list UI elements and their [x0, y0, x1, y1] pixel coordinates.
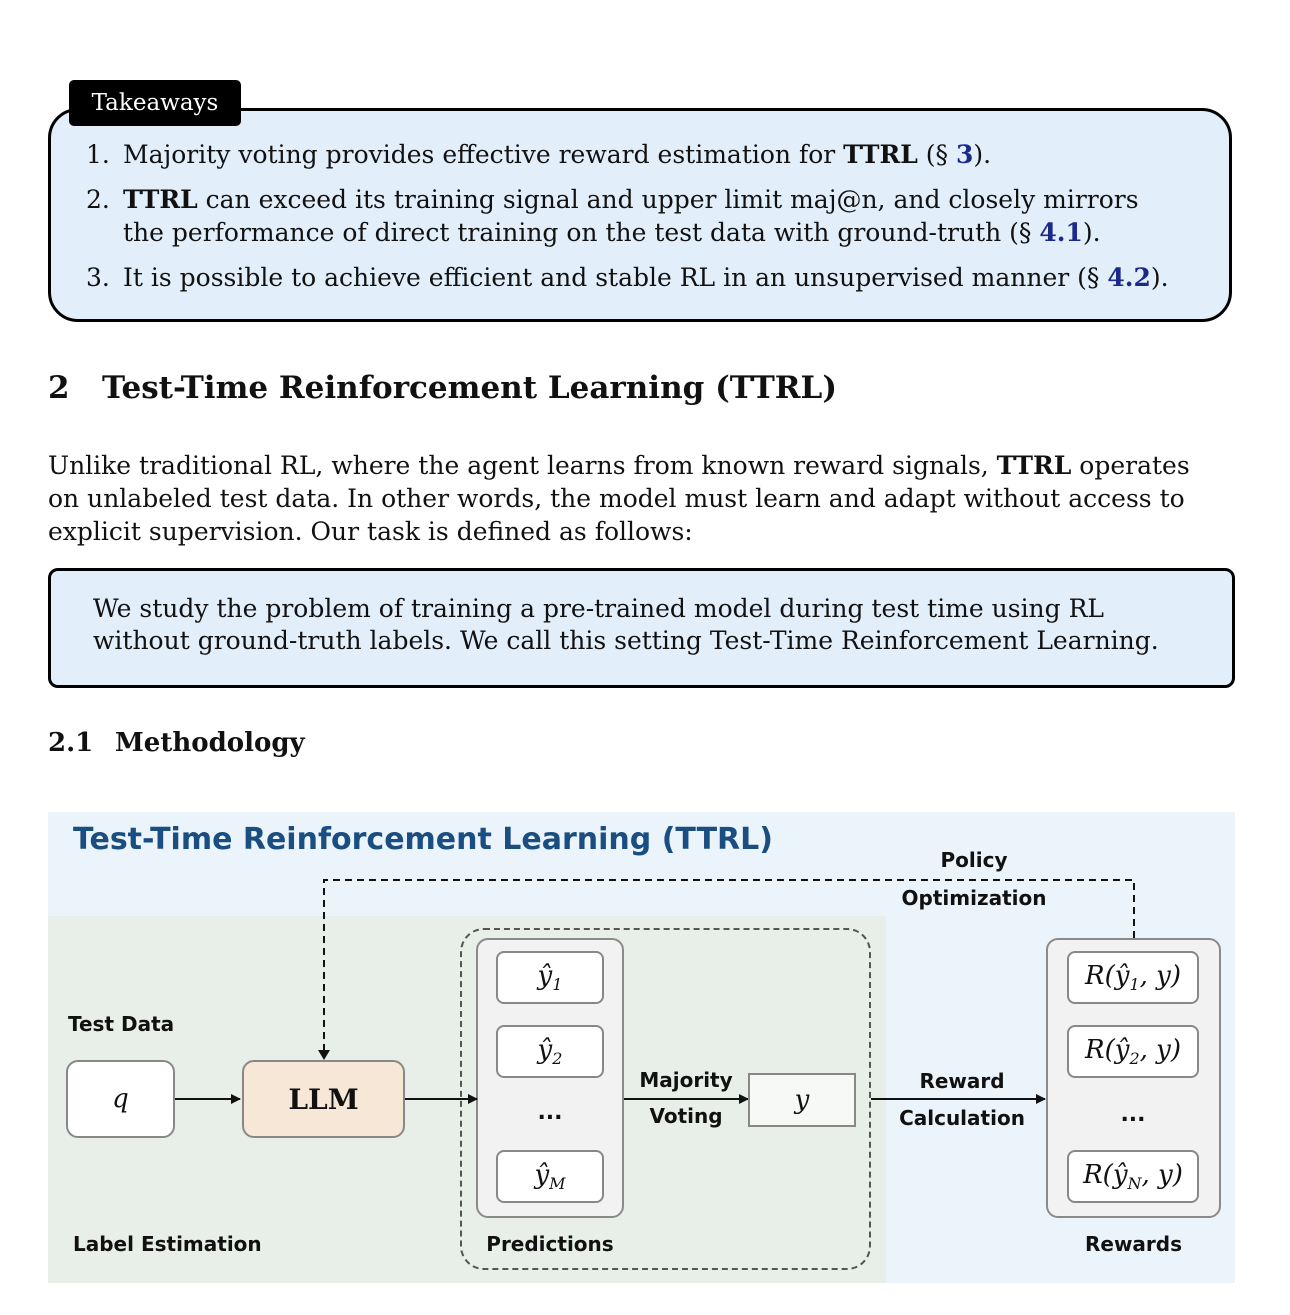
takeaway-item-3: 3.It is possible to achieve efficient an… — [86, 263, 1169, 292]
estimated-label-box: y — [748, 1073, 856, 1127]
intro-line-2: on unlabeled test data. In other words, … — [48, 484, 1185, 513]
rewards-label: Rewards — [1084, 1232, 1183, 1256]
connector-arrows — [175, 879, 1135, 1104]
reward-label-line-1: Reward — [919, 1069, 1005, 1093]
test-data-label: Test Data — [68, 1012, 175, 1036]
ttrl-figure: Test-Time Reinforcement Learning (TTRL) … — [48, 812, 1235, 1283]
reward-item: R(ŷ1, y) — [1067, 951, 1199, 1004]
takeaways-box — [48, 108, 1232, 322]
definition-box — [48, 568, 1235, 688]
query-box: q — [66, 1060, 175, 1138]
section-ref-link[interactable]: 3 — [956, 140, 974, 169]
definition-line-1: We study the problem of training a pre-t… — [93, 594, 1105, 623]
intro-line-3: explicit supervision. Our task is define… — [48, 517, 693, 546]
prediction-item: ŷM — [496, 1150, 604, 1203]
majority-label-line-1: Majority — [639, 1068, 733, 1092]
llm-box: LLM — [242, 1060, 405, 1138]
section-ref-link[interactable]: 4.1 — [1039, 218, 1083, 247]
section-ref-link[interactable]: 4.2 — [1107, 263, 1151, 292]
takeaway-item-2: 2.TTRL can exceed its training signal an… — [86, 185, 1139, 214]
majority-label-line-2: Voting — [649, 1104, 723, 1128]
intro-line-1: Unlike traditional RL, where the agent l… — [48, 451, 1190, 480]
reward-label-line-2: Calculation — [899, 1106, 1025, 1130]
policy-label-line-1: Policy — [940, 848, 1008, 872]
predictions-label: Predictions — [486, 1232, 614, 1256]
rewards-ellipsis: ... — [1120, 1102, 1146, 1127]
predictions-ellipsis: ... — [537, 1100, 563, 1125]
takeaway-item-1: 1.Majority voting provides effective rew… — [86, 140, 992, 169]
definition-line-2: without ground-truth labels. We call thi… — [93, 626, 1159, 655]
takeaway-item-2-cont: the performance of direct training on th… — [123, 218, 1101, 247]
policy-feedback-arrowhead — [318, 1050, 330, 1060]
label-estimation-label: Label Estimation — [73, 1232, 262, 1256]
reward-item: R(ŷN, y) — [1067, 1150, 1199, 1203]
prediction-item: ŷ2 — [496, 1025, 604, 1078]
reward-item: R(ŷ2, y) — [1067, 1025, 1199, 1078]
policy-label-line-2: Optimization — [901, 886, 1047, 910]
figure-title: Test-Time Reinforcement Learning (TTRL) — [73, 822, 773, 857]
policy-feedback-line — [323, 879, 1135, 1058]
takeaways-tab: Takeaways — [69, 80, 241, 126]
prediction-item: ŷ1 — [496, 951, 604, 1004]
